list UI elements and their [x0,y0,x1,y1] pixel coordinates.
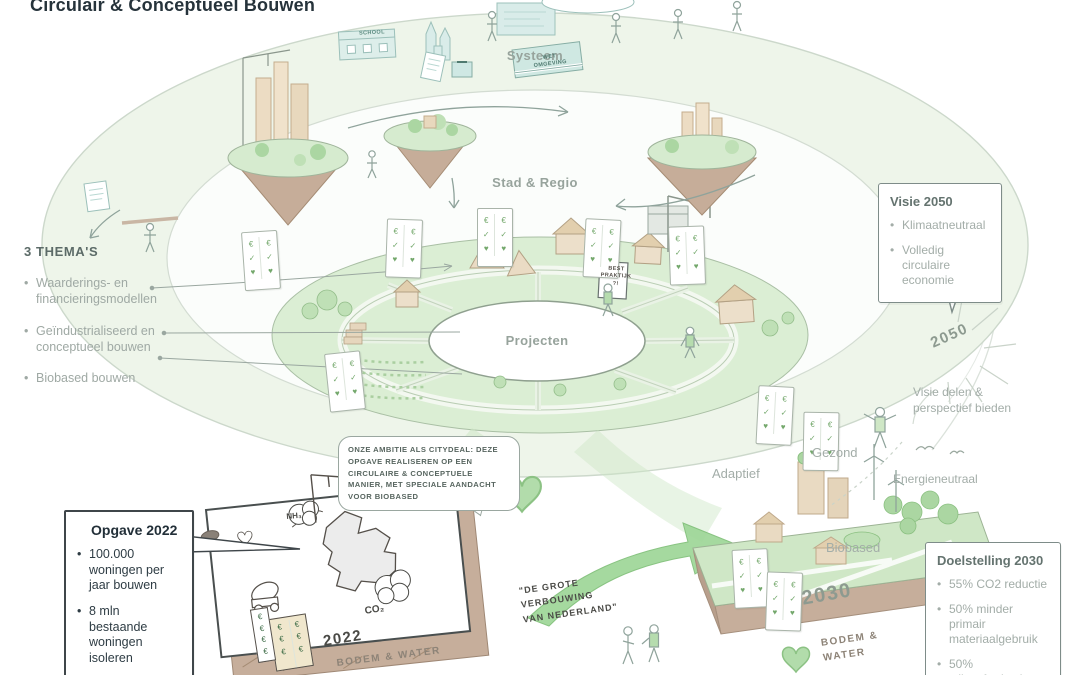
law-book-icon [511,41,584,79]
scorecard-column: € ✓ ♥ [331,360,341,399]
scorecard-column: € ✓ ♥ [391,226,399,264]
visie-item: Volledig circulaire economie [890,243,990,288]
paper-icon [83,180,111,213]
doelstelling-2030-box: Doelstelling 2030 55% CO2 reductie 50% m… [925,542,1061,675]
scorecard-column: € ✓ ♥ [782,577,797,621]
floating-island-right [646,102,758,216]
opgave-item: 100.000 woningen per jaar bouwen [77,547,181,594]
wood-stack [343,322,367,345]
scorecard: € ✓ ♥€ ✓ ♥ [764,571,804,632]
scorecard-column: € ✓ ♥ [762,393,770,431]
ring-road [337,265,739,415]
scorecard-column: € ✓ ♥ [773,392,789,435]
systeem-label: Systeem [506,48,564,63]
island-trees [301,289,795,397]
opgave-item: 8 mln bestaande woningen isoleren [77,604,181,667]
stad-regio-label: Stad & Regio [492,175,578,190]
projecten-label: Projecten [505,333,569,348]
scorecard-column: € ✓ ♥ [341,356,359,400]
themes-list: Waarderings- en financieringsmodellen Ge… [24,275,202,387]
doelstelling-item: 50% stikstofreductie [937,657,1049,675]
scorecard-column: € ✓ ♥ [600,225,616,268]
euro-column: € € € [287,618,306,668]
cycle-arrows [89,105,756,239]
scorecard: € ✓ ♥€ ✓ ♥ [240,229,282,292]
cement-mixer-icon [250,581,280,614]
thought-cloud [541,0,635,14]
adaptief-label: Adaptief [712,466,760,481]
visie-2050-box: Visie 2050 Klimaatneutraal Volledig circ… [878,183,1002,303]
sunburst-2050 [912,299,1017,425]
euro-table-card: € € €€ € € [268,613,314,672]
opgave-2022-heading: Opgave 2022 [91,522,178,538]
scorecard: € ✓ ♥€ ✓ ♥ [755,385,795,446]
top-scene [83,0,635,213]
visie-presenter [863,406,897,449]
scorecard-column: € ✓ ♥ [738,557,746,595]
cathedral-icon [425,20,451,61]
bird-icon [915,445,965,455]
scorecard-column: € ✓ ♥ [482,216,490,253]
scorecard: € ✓ ♥€ ✓ ♥ [384,218,424,279]
theme-item: Geïndustrialiseerd en conceptueel bouwen [24,323,202,356]
co2-cloud-icon [374,569,411,605]
heart-icon [781,646,811,674]
scorecard-column: € ✓ ♥ [402,224,417,268]
visie-delen-label: Visie delen & perspectief bieden [913,385,1012,416]
energieneutraal-label: Energieneutraal [893,472,978,486]
euro-column: € € € [276,622,287,657]
plank-carrier [121,216,179,253]
gezond-label: Gezond [812,445,858,460]
scorecard-column: € ✓ ♥ [248,239,256,277]
ambition-speech-bubble: Onze ambitie als Citydeal: deze opgave r… [338,436,520,511]
theme-item: Biobased bouwen [24,370,202,387]
doelstelling-2030-heading: Doelstelling 2030 [937,553,1044,568]
scorecard-column: € ✓ ♥ [771,579,779,617]
visie-item: Klimaatneutraal [890,218,990,233]
scorecard: € ✓ ♥€ ✓ ♥ [667,225,707,286]
tower-crane-icon [242,49,291,150]
visie-2050-heading: Visie 2050 [890,194,953,209]
scorecard: € ✓ ♥€ ✓ ♥ [324,350,366,413]
best-practice-sign-label: Best praktijk ?! [600,265,632,287]
school-building-icon [337,28,397,61]
platform-trees [843,490,959,549]
scorecard: € ✓ ♥ € ✓ ♥ [477,208,513,267]
projecten-ellipse [428,300,646,382]
scorecard-column: € ✓ ♥ [674,234,682,272]
doelstelling-item: 50% minder primair materiaalgebruik [937,602,1049,647]
scorecard-column: € ✓ ♥ [589,226,597,264]
scorecard-column: € ✓ ♥ [494,214,507,256]
scorecard: € ✓ ♥€ ✓ ♥ [802,411,840,472]
paper-icon [420,51,447,83]
biobased-label: Biobased [826,540,881,555]
scorecard-column: € ✓ ♥ [749,554,765,598]
themes-heading: 3 THEMA'S [24,244,99,259]
doelstelling-item: 55% CO2 reductie [937,577,1049,592]
floating-island-left [227,49,349,226]
theme-item: Waarderings- en financieringsmodellen [24,275,202,308]
wind-turbine-icon [863,444,905,512]
page-title: Circulair & Conceptueel Bouwen [30,0,316,15]
ballot-box-icon [451,61,473,78]
nh3-label: NH₃ [286,510,302,521]
scorecard: € ✓ ♥€ ✓ ♥ [731,548,771,609]
floating-island-mid [383,114,477,189]
scorecard-column: € ✓ ♥ [258,236,275,279]
opgave-2022-box: Opgave 2022 100.000 woningen per jaar bo… [64,510,194,675]
person-figures [121,0,897,665]
scorecard-column: € ✓ ♥ [685,231,700,275]
themes-panel: 3 THEMA'S Waarderings- en financieringsm… [24,244,202,401]
